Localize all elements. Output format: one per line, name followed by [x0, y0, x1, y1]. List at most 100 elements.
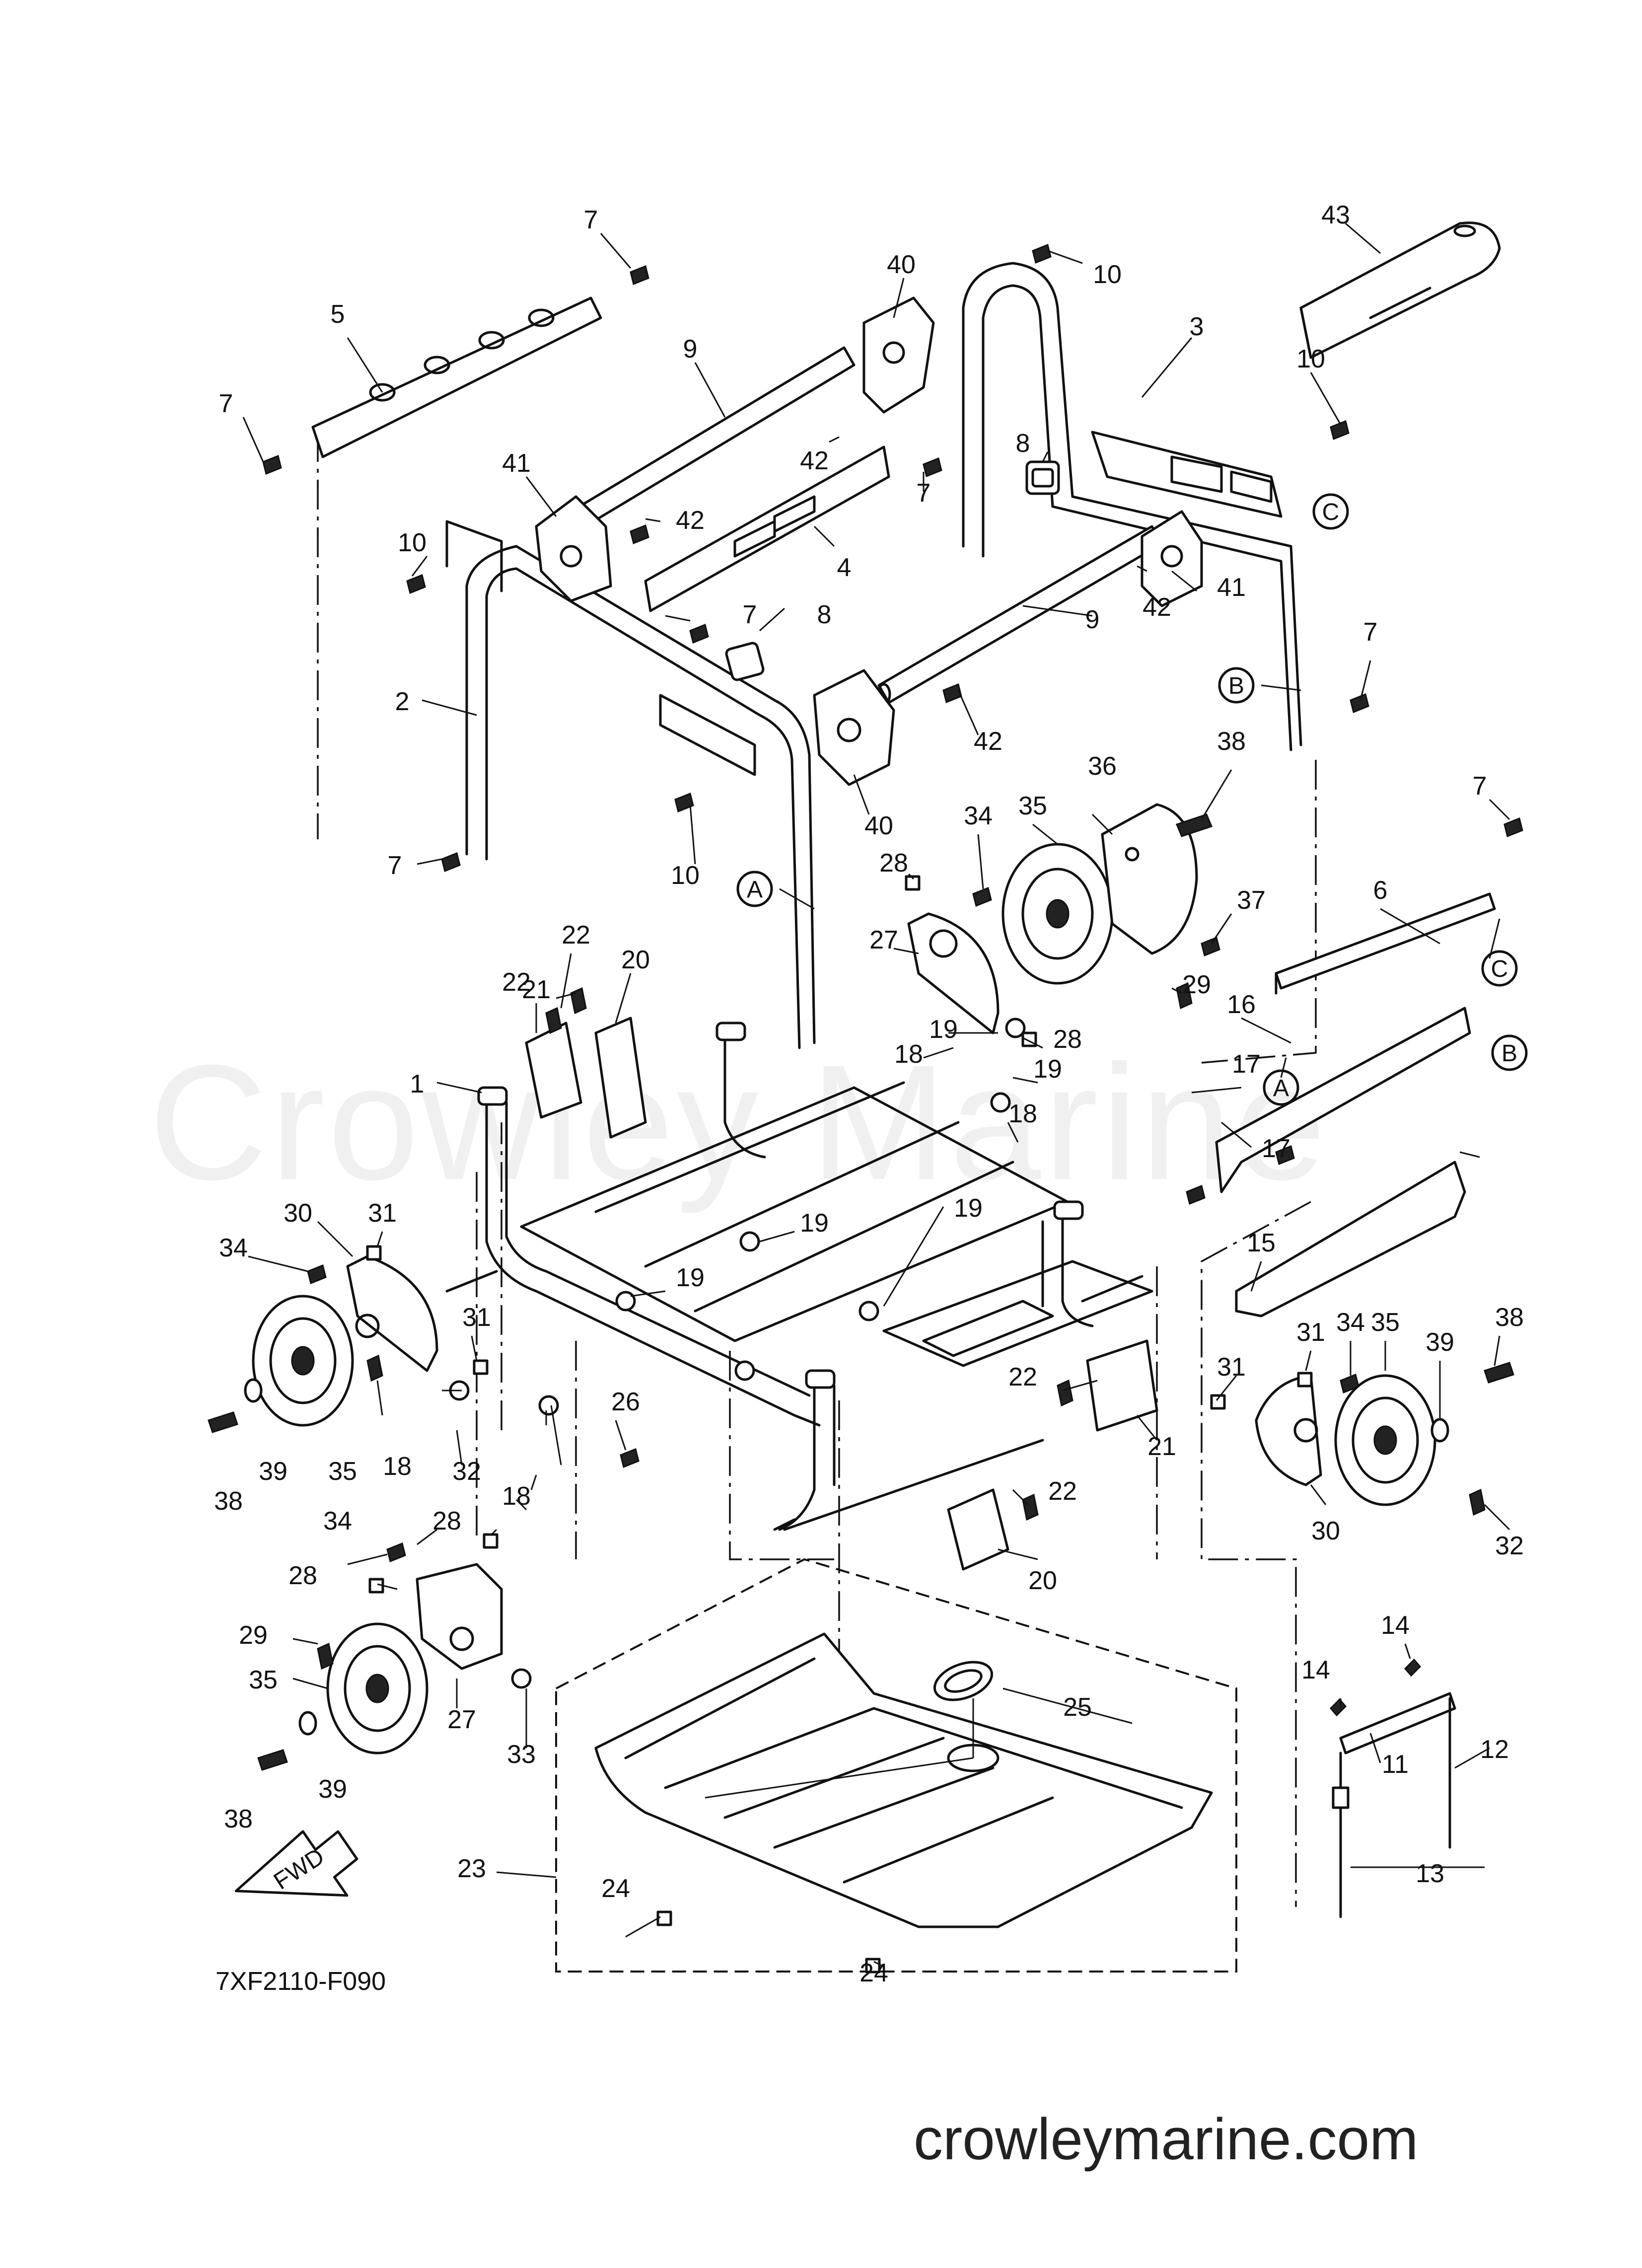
callout-7: 7 [219, 389, 233, 418]
part-20-guard-lower [947, 1488, 1009, 1571]
callout-31: 31 [462, 1303, 491, 1332]
callout-28: 28 [432, 1507, 461, 1536]
part-23-floor-tray [594, 1632, 1213, 1928]
svg-text:B: B [1228, 673, 1244, 699]
callout-10: 10 [1093, 260, 1122, 289]
callout-25: 25 [1063, 1693, 1092, 1722]
fwd-arrow-icon: FWD [234, 1830, 358, 1897]
part-35-wheel-front [326, 1622, 428, 1755]
part-36-wheel-guard [1101, 803, 1198, 955]
callout-13: 13 [1416, 1859, 1444, 1888]
callout-19: 19 [1033, 1055, 1062, 1084]
callout-33: 33 [507, 1740, 536, 1769]
part-13-rod [1332, 1752, 1350, 1918]
callout-10: 10 [398, 528, 427, 557]
callout-7: 7 [917, 479, 931, 508]
part-30-wheel-guard-right [1255, 1374, 1322, 1486]
callout-11: 11 [1382, 1750, 1409, 1779]
svg-text:B: B [1501, 1040, 1517, 1067]
callout-19: 19 [800, 1209, 829, 1238]
callout-21: 21 [522, 975, 551, 1004]
callout-28: 28 [879, 849, 908, 878]
callout-34: 34 [1336, 1308, 1365, 1337]
callout-leaders [242, 222, 1510, 1968]
part-9-crossbar-lower [876, 525, 1163, 706]
part-15-panel [1235, 1161, 1466, 1317]
callout-15: 15 [1247, 1229, 1276, 1257]
callout-7: 7 [1473, 772, 1487, 801]
part-21-guard-lower [1086, 1339, 1158, 1432]
callout-22: 22 [1008, 1363, 1037, 1391]
callout-22: 22 [562, 921, 590, 950]
callout-28: 28 [1053, 1025, 1082, 1054]
part-40-bracket-lower [813, 669, 895, 786]
part-35-wheel-left [252, 1295, 354, 1427]
callout-7: 7 [743, 600, 757, 629]
callout-38: 38 [214, 1487, 243, 1516]
part-3-rear-roll-bar [962, 262, 1302, 751]
part-41-bracket-upper [535, 495, 612, 602]
callout-35: 35 [1018, 792, 1047, 820]
callout-7: 7 [584, 206, 598, 234]
callout-14: 14 [1381, 1611, 1410, 1640]
part-4-brace-plate [644, 445, 890, 612]
callout-41: 41 [502, 449, 531, 478]
callout-12: 12 [1480, 1735, 1509, 1764]
ref-letter-B-lower: B [1491, 1034, 1528, 1071]
callout-35: 35 [328, 1457, 357, 1486]
site-url: crowleymarine.com [914, 2107, 1419, 2172]
callout-37: 37 [1237, 886, 1266, 915]
callout-9: 9 [1085, 605, 1100, 634]
callout-43: 43 [1321, 201, 1350, 229]
callout-40: 40 [864, 811, 893, 840]
callout-31: 31 [1217, 1353, 1246, 1382]
part-43-cover [1299, 221, 1501, 359]
callout-24: 24 [859, 1959, 888, 1987]
callout-7: 7 [388, 851, 402, 880]
callout-31: 31 [1296, 1318, 1325, 1347]
callout-32: 32 [452, 1457, 481, 1486]
callout-18: 18 [1008, 1099, 1037, 1128]
svg-text:C: C [1491, 956, 1508, 982]
callout-34: 34 [219, 1234, 248, 1262]
callout-4: 4 [837, 553, 852, 582]
callout-39: 39 [318, 1775, 347, 1804]
callout-38: 38 [1495, 1303, 1524, 1332]
part-25-grommet [933, 1661, 994, 1701]
callout-34: 34 [323, 1507, 352, 1536]
callout-23: 23 [457, 1854, 486, 1883]
callout-28: 28 [288, 1561, 317, 1590]
callout-22: 22 [1048, 1477, 1077, 1506]
ref-letter-C-upper: C [1312, 493, 1349, 530]
callout-32: 32 [1495, 1532, 1524, 1560]
part-40-bracket-upper [862, 296, 935, 414]
callout-42: 42 [1142, 593, 1171, 622]
callout-3: 3 [1190, 312, 1204, 341]
callout-16: 16 [1227, 990, 1256, 1019]
callout-24: 24 [601, 1874, 630, 1903]
callout-34: 34 [964, 802, 993, 830]
callout-42: 42 [974, 727, 1002, 756]
callout-19: 19 [676, 1263, 705, 1292]
callout-36: 36 [1088, 752, 1117, 781]
callout-22: 22 [502, 968, 531, 997]
callout-20: 20 [1028, 1566, 1057, 1595]
ref-letter-C-lower: C [1481, 950, 1518, 987]
part-16-panel [1215, 1007, 1471, 1193]
callout-21: 21 [1147, 1432, 1176, 1461]
part-8-clip-upper [1025, 460, 1060, 495]
callout-17: 17 [1232, 1050, 1261, 1079]
callout-19: 19 [929, 1015, 958, 1044]
figure-code: 7XF2110-F090 [215, 1967, 386, 1996]
part-21-guard-upper [525, 1022, 582, 1119]
callout-41: 41 [1217, 573, 1246, 602]
callout-42: 42 [676, 506, 705, 535]
callout-2: 2 [395, 687, 410, 716]
callout-38: 38 [224, 1805, 253, 1833]
callout-5: 5 [331, 300, 345, 329]
callout-29: 29 [239, 1621, 268, 1650]
part-2-front-roll-bar [445, 520, 816, 1049]
callout-30: 30 [284, 1199, 312, 1228]
part-23-group-outline [555, 1558, 1237, 1973]
